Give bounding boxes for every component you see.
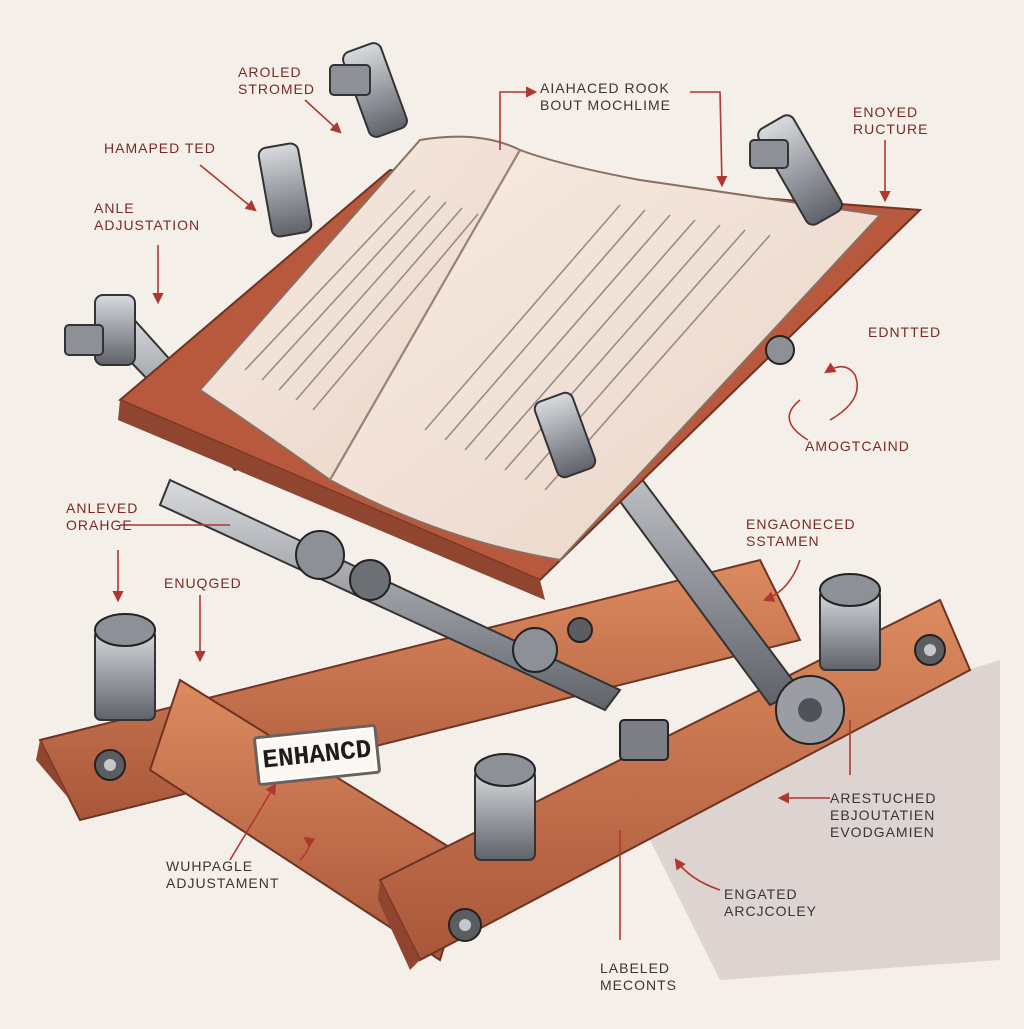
adjustment-rod bbox=[158, 478, 622, 712]
adjustment-knobs bbox=[94, 573, 881, 861]
floor-shadow bbox=[620, 660, 1000, 980]
label-enuqged: ENUQGED bbox=[164, 575, 242, 591]
label-amogtcaind: AMOGTCAIND bbox=[805, 438, 910, 454]
text-lines bbox=[244, 189, 771, 491]
label-hamaped: HAMAPED TED bbox=[104, 140, 216, 156]
annotation-arrows bbox=[112, 86, 891, 940]
page-clamps bbox=[64, 42, 843, 479]
open-book bbox=[198, 135, 883, 562]
label-edntted: EDNTTED bbox=[868, 324, 942, 340]
